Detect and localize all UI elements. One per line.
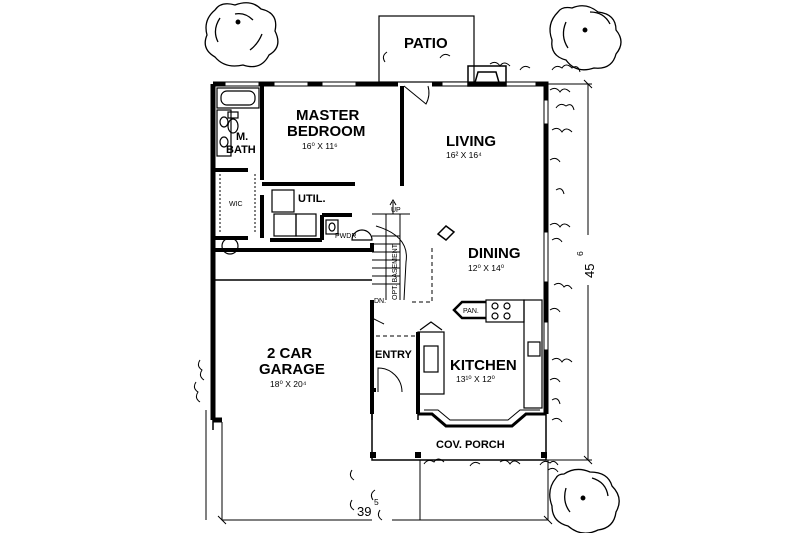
master-bedroom-label-line2: BEDROOM	[287, 123, 365, 140]
garage-label-line2: GARAGE	[259, 361, 325, 378]
washer-dryer-icon	[271, 189, 317, 237]
shrub-icon	[382, 51, 531, 71]
kitchen-bay	[418, 412, 546, 428]
stairs	[372, 199, 410, 301]
depth-dimension: 45	[582, 264, 597, 278]
water-heater-icon	[221, 237, 239, 255]
tree-icon	[204, 2, 279, 68]
pwdr-label: PWDR	[335, 233, 356, 240]
dining-outline	[412, 248, 433, 303]
kitchen-counters	[417, 299, 543, 409]
interior-walls	[213, 86, 420, 414]
wic-label: WIC	[229, 201, 243, 208]
tree-icon	[549, 468, 620, 533]
living-dimension: 16² X 16⁴	[446, 150, 482, 160]
powder-fixtures	[325, 219, 373, 241]
stair-up-label: UP	[391, 207, 401, 214]
garage-walls	[212, 414, 373, 430]
stair-down-label: DN.	[374, 298, 386, 305]
master-bath-label-line2: BATH	[226, 144, 256, 156]
bathtub-icon	[216, 87, 260, 109]
patio	[378, 15, 475, 83]
dining-label: DINING	[468, 245, 521, 262]
windows	[224, 81, 549, 351]
width-dimension: 39	[357, 504, 371, 519]
depth-dimension-inches: 6	[575, 251, 585, 256]
toilet-icon	[227, 111, 239, 134]
entry-door	[377, 367, 403, 393]
wic-shelves	[219, 174, 256, 234]
garage-label: 2 CAR	[267, 345, 312, 362]
entry-label: ENTRY	[375, 349, 413, 361]
pantry-label: PAN.	[463, 308, 479, 315]
patio-label: PATIO	[404, 35, 448, 52]
garage-door-swing	[371, 317, 385, 325]
dimension-ticks	[217, 79, 593, 525]
shrub-icon	[539, 64, 581, 473]
dining-dimension: 12⁰ X 14⁰	[468, 263, 505, 273]
porch-columns	[370, 452, 547, 458]
util-label: UTIL.	[298, 193, 326, 205]
width-dimension-inches: 5	[374, 497, 379, 507]
stair-optional-label: OPT. BASEMENT	[392, 243, 399, 300]
shrub-icon	[193, 359, 521, 521]
porch	[371, 414, 547, 461]
living-label: LIVING	[446, 133, 496, 150]
master-bedroom-dimension: 16⁰ X 11⁶	[302, 141, 338, 151]
master-bath-label: M.	[236, 131, 248, 143]
dining-bay	[436, 225, 456, 241]
garage-dimension: 18⁰ X 20⁴	[270, 379, 307, 389]
patio-door	[403, 85, 430, 105]
porch-label: COV. PORCH	[436, 439, 505, 451]
kitchen-dimension: 13¹⁰ X 12⁰	[456, 374, 496, 384]
kitchen-label: KITCHEN	[450, 357, 517, 374]
kitchen-bay-inner	[424, 409, 540, 421]
tree-icon	[549, 5, 622, 71]
fireplace	[467, 65, 507, 87]
master-bedroom-label: MASTER	[296, 107, 360, 124]
pantry	[452, 300, 486, 320]
dimension-lines	[205, 83, 592, 521]
